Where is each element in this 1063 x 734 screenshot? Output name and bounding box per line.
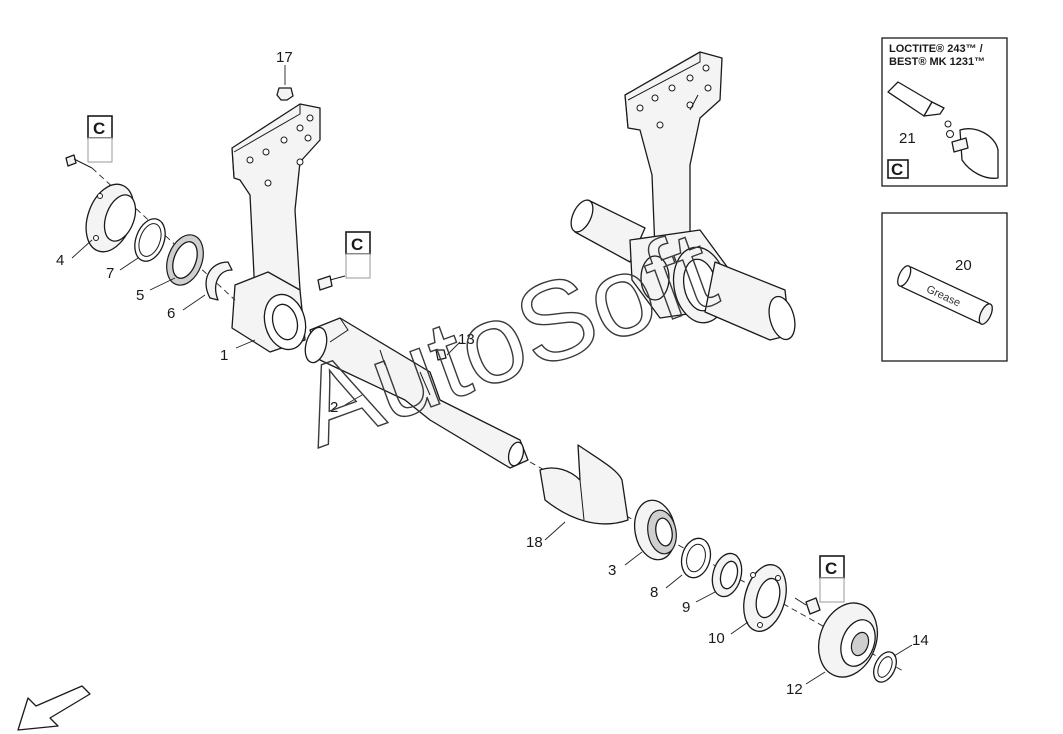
grease-panel: 20 Grease: [881, 212, 1008, 362]
svg-text:C: C: [825, 559, 837, 578]
bolt-19: [317, 275, 346, 291]
screw-11: [794, 597, 821, 615]
grease-nipple-13: [435, 341, 461, 361]
shaft-2: [304, 317, 529, 469]
loctite-part-number: 21: [899, 130, 916, 147]
loctite-title-line2: BEST® MK 1231™: [889, 56, 985, 68]
callout-9: 9: [682, 599, 690, 616]
svg-text:C: C: [93, 119, 105, 138]
c-marker-16: C: [87, 115, 113, 163]
arrow-down-left-icon: [17, 685, 91, 731]
callout-1: 1: [220, 347, 228, 364]
callout-4: 4: [56, 252, 64, 269]
callout-10: 10: [708, 630, 725, 647]
bearing-3: [633, 499, 677, 561]
c-marker-19: C: [345, 231, 371, 279]
flange-cover-4: [85, 183, 137, 253]
washer-8: [680, 537, 712, 579]
lock-nut-9: [711, 552, 743, 598]
half-ring-6: [205, 261, 233, 301]
loctite-c-marker: C: [891, 160, 903, 179]
grease-part-number: 20: [955, 257, 972, 274]
loctite-title-line1: LOCTITE® 243™ /: [889, 43, 983, 55]
flange-10: [743, 564, 787, 632]
callout-7: 7: [106, 265, 114, 282]
cap-12: [818, 602, 878, 678]
c-marker-11: C: [819, 555, 845, 603]
callout-8: 8: [650, 584, 658, 601]
callout-2: 2: [330, 399, 338, 416]
svg-text:C: C: [351, 235, 363, 254]
loctite-panel: LOCTITE® 243™ / BEST® MK 1231™ 21 C: [881, 37, 1008, 187]
callout-6: 6: [167, 305, 175, 322]
bolt-17: [276, 65, 294, 101]
assembled-arm-view: [570, 51, 796, 341]
callout-14: 14: [912, 632, 929, 649]
leader-lines: [71, 239, 913, 685]
arm-part-1: [231, 103, 321, 353]
callout-13: 13: [458, 331, 475, 348]
callout-3: 3: [608, 562, 616, 579]
callout-5: 5: [136, 287, 144, 304]
seal-5: [166, 234, 204, 286]
hand-screw-icon: [951, 128, 999, 179]
callout-17: 17: [276, 49, 293, 66]
circlip-14: [873, 651, 897, 683]
adhesive-bottle-icon: [887, 81, 954, 138]
ring-7: [134, 218, 166, 262]
callout-18: 18: [526, 534, 543, 551]
bushing-18: [539, 444, 629, 525]
callout-12: 12: [786, 681, 803, 698]
